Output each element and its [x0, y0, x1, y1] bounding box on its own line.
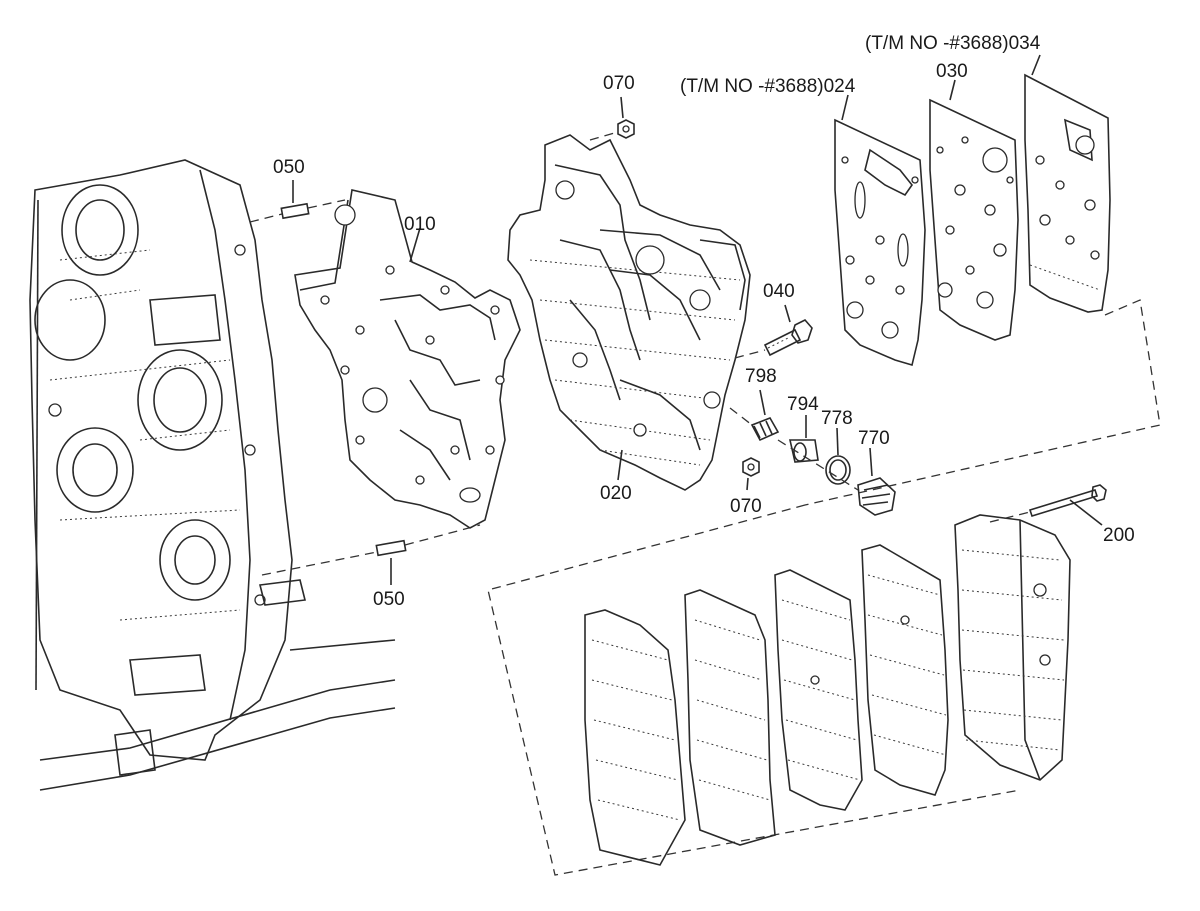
gasket-010 [294, 189, 521, 529]
plate-034 [1024, 54, 1111, 313]
bolt-040 [734, 304, 813, 359]
nut-070-lower [742, 457, 760, 491]
callout-020: 020 [600, 483, 632, 504]
o-ring-778 [825, 427, 851, 485]
callout-030: 030 [936, 61, 968, 82]
plug-770 [777, 439, 896, 516]
transmission-case [29, 159, 396, 791]
callout-798: 798 [745, 366, 777, 387]
callout-050-upper: 050 [273, 157, 305, 178]
lower-valve-body-stack [584, 514, 1071, 866]
callout-040: 040 [763, 281, 795, 302]
dowel-pin-lower [261, 524, 481, 585]
plate-030 [929, 79, 1019, 341]
valve-body-020 [507, 134, 751, 491]
callout-070-upper: 070 [603, 73, 635, 94]
callout-070-lower: 070 [730, 496, 762, 517]
callout-034: (T/M NO -#3688)034 [865, 33, 1041, 54]
plunger-794 [788, 415, 819, 463]
callout-770: 770 [858, 428, 890, 449]
callout-200: 200 [1103, 525, 1135, 546]
callout-050-lower: 050 [373, 589, 405, 610]
callout-794: 794 [787, 394, 819, 415]
nut-070-upper [589, 96, 635, 141]
plate-024 [834, 94, 926, 367]
callout-010: 010 [404, 214, 436, 235]
spring-798 [729, 389, 780, 442]
bolt-200 [989, 484, 1107, 526]
callout-024: (T/M NO -#3688)024 [680, 76, 856, 97]
callout-778: 778 [821, 408, 853, 429]
dowel-pin-upper [249, 180, 346, 223]
